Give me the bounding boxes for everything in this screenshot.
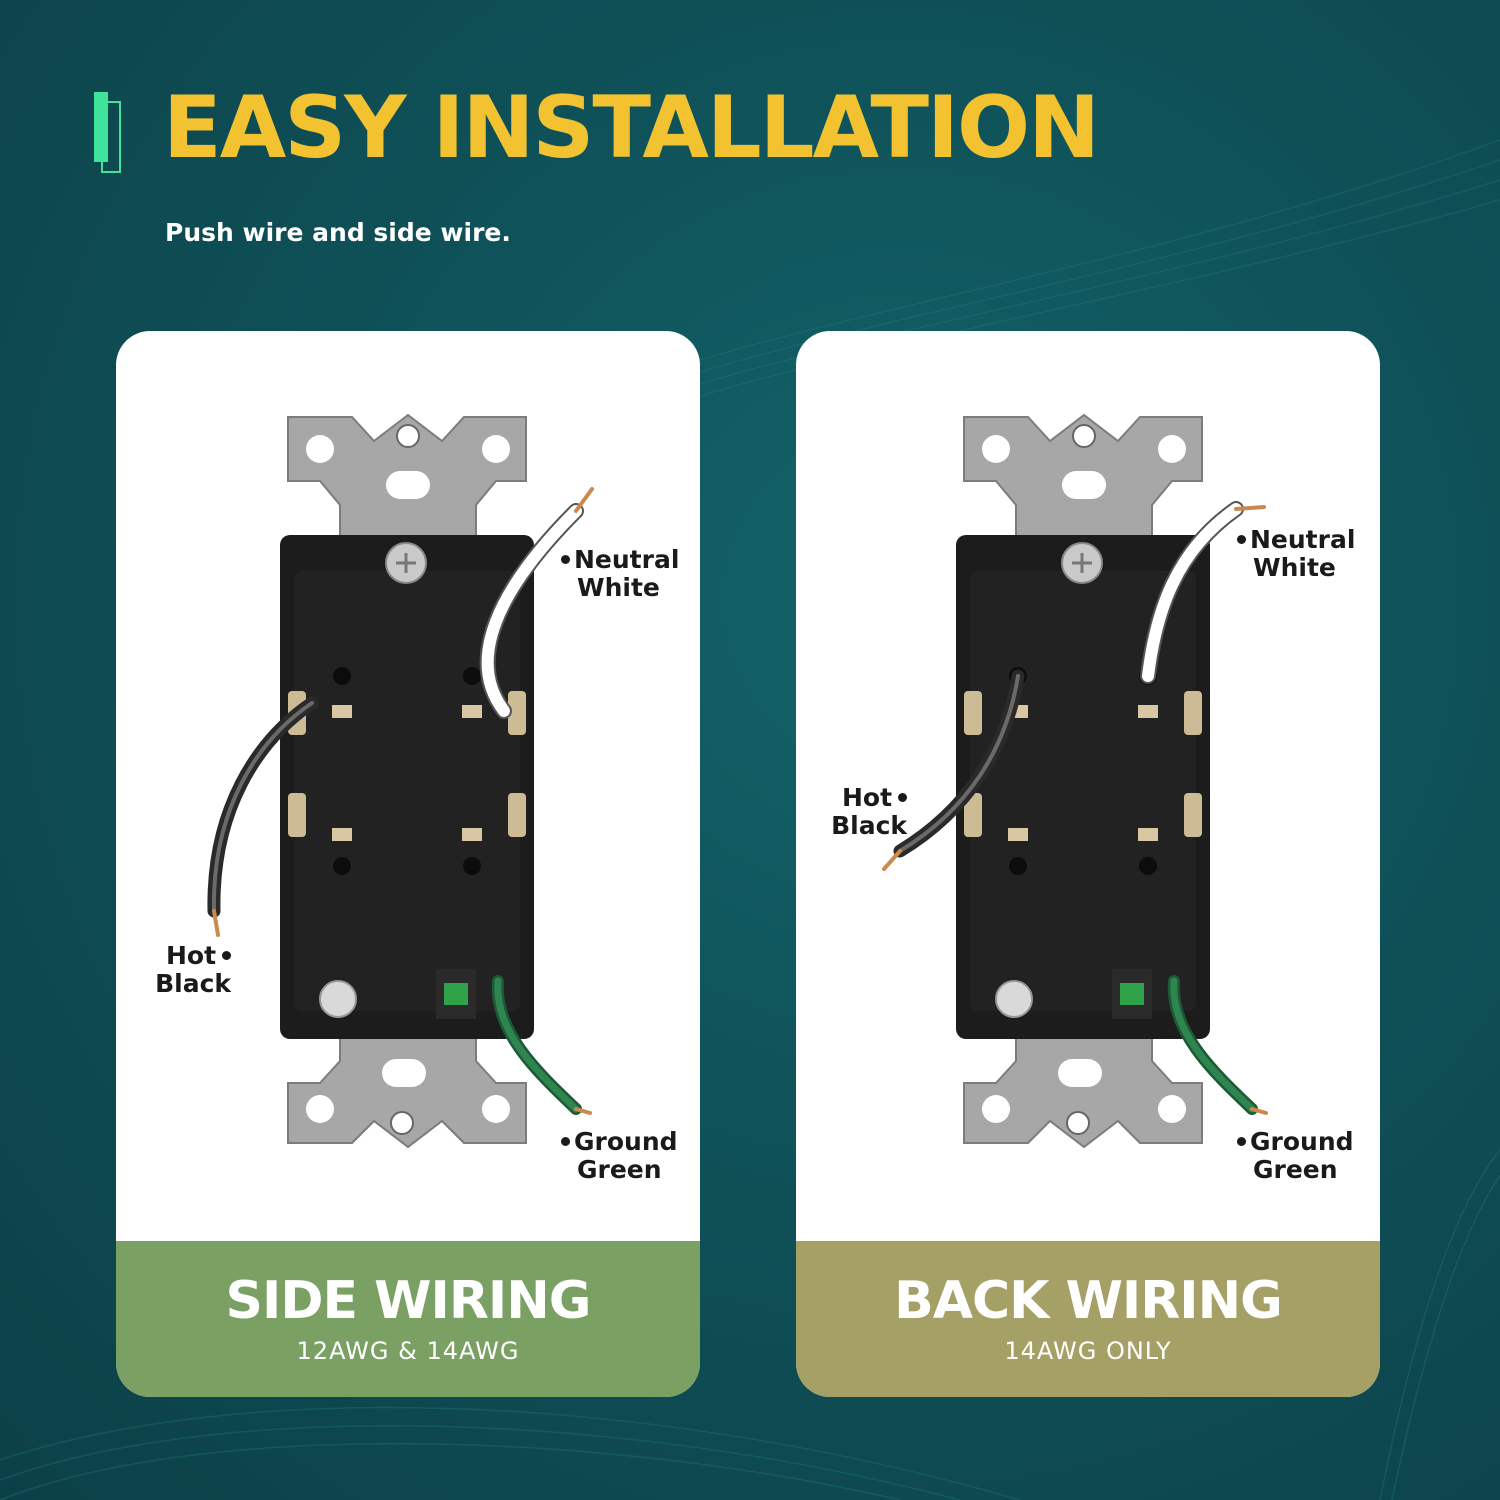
- header-accent-icon: [94, 92, 121, 173]
- footer-subtitle: 12AWG & 14AWG: [296, 1337, 520, 1365]
- neutral-label: Neutral White: [1237, 526, 1355, 582]
- side-wiring-card: Neutral White Hot Black Ground Green SID…: [116, 331, 700, 1397]
- hot-label: Hot Black: [831, 783, 908, 840]
- label-dot-icon: [898, 792, 908, 802]
- page-title: EASY INSTALLATION: [163, 78, 1100, 178]
- back-wiring-card: Neutral White Hot Black Ground Green BAC…: [796, 331, 1380, 1397]
- label-dot-icon: [1237, 534, 1246, 544]
- neutral-label: Neutral White: [561, 546, 679, 602]
- footer-subtitle: 14AWG ONLY: [1004, 1337, 1172, 1365]
- ground-label: Ground Green: [1237, 1128, 1354, 1184]
- label-dot-icon: [1237, 1136, 1246, 1146]
- receptacle-side-wiring-illustration: [207, 413, 594, 1149]
- label-dot-icon: [222, 950, 232, 960]
- page-subtitle: Push wire and side wire.: [165, 218, 511, 247]
- side-wiring-footer: SIDE WIRING 12AWG & 14AWG: [116, 1241, 700, 1397]
- label-dot-icon: [561, 554, 570, 564]
- footer-title: SIDE WIRING: [225, 1271, 592, 1331]
- back-wiring-footer: BACK WIRING 14AWG ONLY: [796, 1241, 1380, 1397]
- receptacle-back-wiring-illustration: [882, 413, 1268, 1149]
- ground-label: Ground Green: [561, 1128, 678, 1184]
- footer-title: BACK WIRING: [894, 1271, 1283, 1331]
- hot-label: Hot Black: [155, 941, 232, 998]
- label-dot-icon: [561, 1136, 570, 1146]
